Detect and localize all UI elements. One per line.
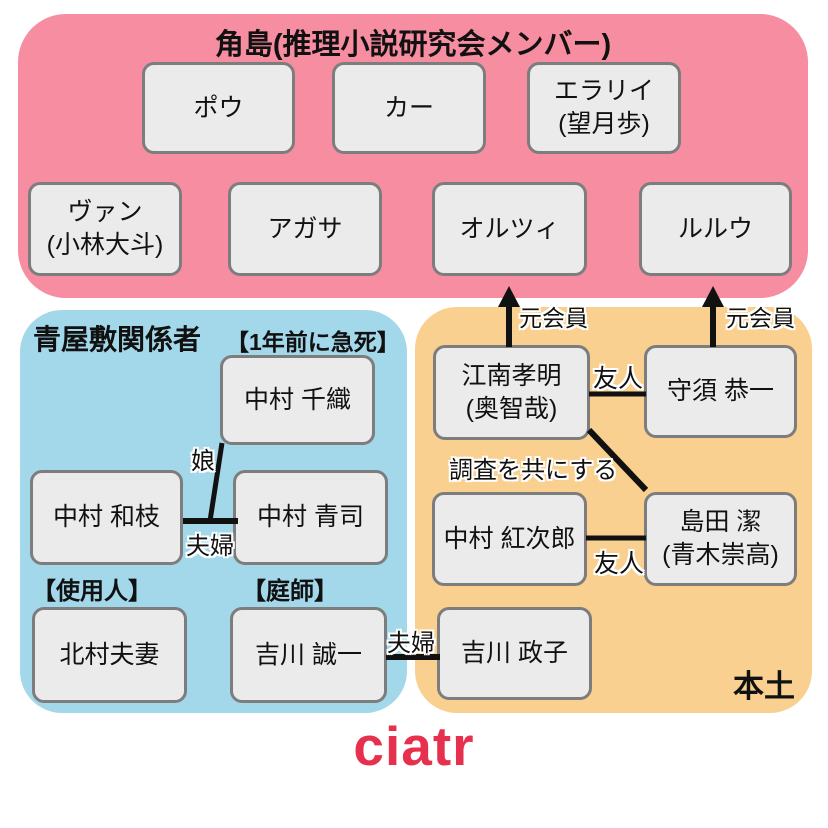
relation-label-former-member-left: 元会員 — [519, 305, 588, 331]
mansion-panel: 青屋敷関係者 【1年前に急死】 中村 千織 中村 和枝 中村 青司 【使用人】 … — [20, 310, 407, 713]
person-name: 中村 青司 — [257, 503, 364, 531]
relation-label-daughter: 娘 — [191, 448, 215, 475]
relation-label-friend-top: 友人 — [593, 365, 644, 393]
servant-role-label: 【使用人】 — [32, 578, 152, 605]
person-name: ヴァン — [67, 198, 143, 226]
person-name: 中村 千織 — [244, 385, 351, 414]
person-sub: (奥智哉) — [465, 394, 558, 423]
person-name: 江南孝明 — [461, 361, 562, 390]
person-box-van: ヴァン (小林大斗) — [28, 182, 182, 276]
person-sub: (小林大斗) — [46, 231, 164, 259]
relation-label-investigate: 調査を共にする — [449, 457, 618, 484]
person-box-nakamura-chiori: 中村 千織 — [220, 355, 375, 445]
person-box-ellery: エラリイ (望月歩) — [527, 62, 681, 154]
relation-label-couple-yoshikawa: 夫婦 — [387, 630, 435, 657]
island-panel: 角島(推理小説研究会メンバー) ポウ カー エラリイ (望月歩) ヴァン (小林… — [18, 14, 808, 298]
person-sub: (青木崇高) — [662, 541, 779, 569]
person-box-kitamura-couple: 北村夫妻 — [32, 607, 187, 703]
death-note-label: 【1年前に急死】 — [226, 329, 400, 355]
person-name: 吉川 誠一 — [255, 640, 362, 669]
person-box-poe: ポウ — [142, 62, 295, 154]
person-box-morisu: 守須 恭一 — [644, 345, 797, 438]
person-box-yoshikawa-masako: 吉川 政子 — [437, 607, 592, 700]
person-box-nakamura-kazue: 中村 和枝 — [30, 470, 183, 565]
person-name: 守須 恭一 — [667, 377, 774, 405]
person-sub: (望月歩) — [558, 110, 650, 138]
mainland-label: 本土 — [733, 669, 795, 704]
relation-label-former-member-right: 元会員 — [726, 305, 795, 331]
ciatr-logo: ciatr — [353, 715, 475, 777]
person-box-nakamura-seiji: 中村 青司 — [233, 470, 388, 565]
person-box-orczy: オルツィ — [432, 182, 587, 276]
person-box-yoshikawa-seiichi: 吉川 誠一 — [230, 607, 387, 703]
person-box-agatha: アガサ — [228, 182, 382, 276]
person-name: エラリイ — [553, 77, 654, 105]
mainland-panel: 江南孝明 (奥智哉) 守須 恭一 中村 紅次郎 島田 潔 (青木崇高) 吉川 政… — [415, 307, 812, 713]
person-name: ポウ — [193, 93, 244, 122]
person-name: 北村夫妻 — [59, 640, 160, 669]
person-name: アガサ — [267, 214, 343, 243]
person-box-shimada: 島田 潔 (青木崇高) — [644, 492, 797, 586]
island-title: 角島(推理小説研究会メンバー) — [214, 29, 612, 61]
person-name: ルルウ — [677, 214, 753, 243]
person-name: オルツィ — [459, 214, 560, 243]
person-name: 吉川 政子 — [461, 639, 568, 667]
relation-label-couple-nakamura: 夫婦 — [186, 533, 234, 560]
person-name: カー — [383, 93, 434, 122]
person-box-carr: カー — [332, 62, 486, 154]
person-name: 島田 潔 — [679, 508, 762, 536]
person-name: 中村 和枝 — [53, 503, 160, 531]
relation-label-friend-bottom: 友人 — [594, 550, 645, 578]
mansion-title: 青屋敷関係者 — [33, 324, 202, 355]
person-box-leroux: ルルウ — [639, 182, 792, 276]
person-box-nakamura-kojiro: 中村 紅次郎 — [432, 492, 587, 586]
gardener-role-label: 【庭師】 — [242, 578, 338, 605]
person-name: 中村 紅次郎 — [443, 524, 576, 553]
person-box-kawaminami: 江南孝明 (奥智哉) — [433, 345, 590, 440]
